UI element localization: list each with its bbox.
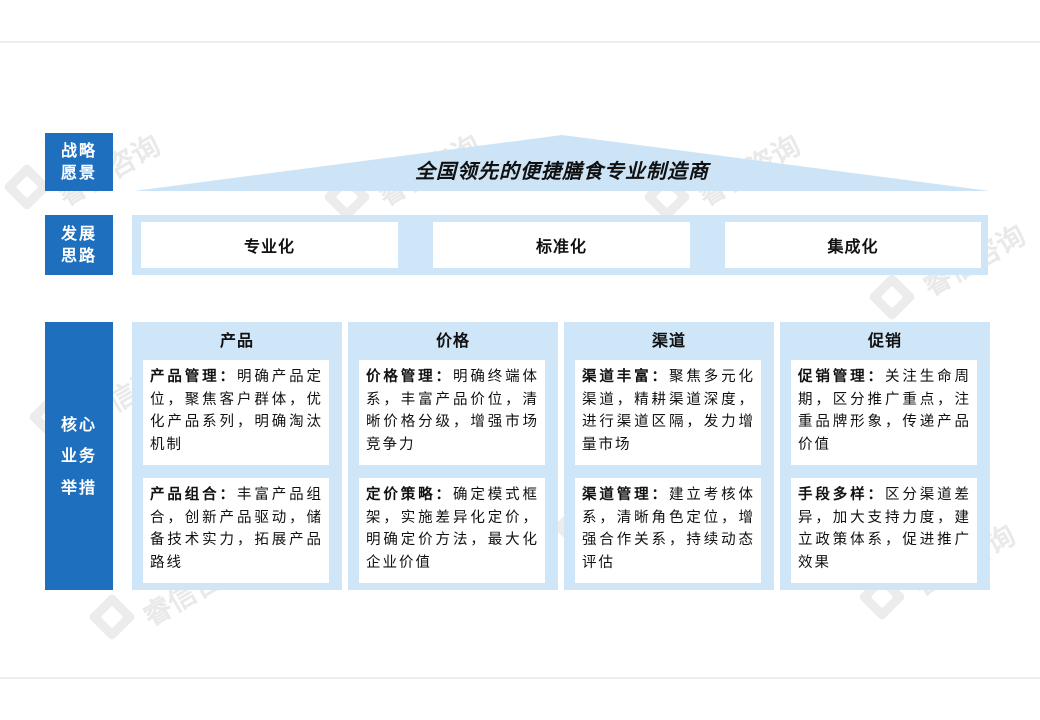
card-diverse-means: 手段多样：区分渠道差异，加大支持力度，建立政策体系，促进推广效果	[791, 478, 977, 583]
column-channel: 渠道 渠道丰富：聚焦多元化渠道，精耕渠道深度，进行渠道区隔，发力增量市场 渠道管…	[564, 322, 774, 590]
card-channel-enrichment: 渠道丰富：聚焦多元化渠道，精耕渠道深度，进行渠道区隔，发力增量市场	[575, 360, 761, 465]
card-product-management: 产品管理：明确产品定位，聚焦客户群体，优化产品系列，明确淘汰机制	[143, 360, 329, 465]
watermark-logo-icon	[87, 592, 137, 642]
vision-title: 全国领先的便捷膳食专业制造商	[415, 159, 709, 183]
column-price: 价格 价格管理：明确终端体系，丰富产品价位，清晰价格分级，增强市场竞争力 定价策…	[348, 322, 558, 590]
bottom-divider	[0, 677, 1040, 679]
row-label-path: 发展 思路	[45, 215, 113, 275]
path-item-integration: 集成化	[725, 222, 981, 268]
card-promotion-management: 促销管理：关注生命周期，区分推广重点，注重品牌形象，传递产品价值	[791, 360, 977, 465]
column-promotion: 促销 促销管理：关注生命周期，区分推广重点，注重品牌形象，传递产品价值 手段多样…	[780, 322, 990, 590]
column-title: 促销	[867, 331, 902, 350]
watermark-logo-icon	[2, 162, 52, 212]
vision-roof: 全国领先的便捷膳食专业制造商	[134, 133, 990, 191]
path-item-standardization: 标准化	[433, 222, 690, 268]
path-item-specialization: 专业化	[141, 222, 398, 268]
row-label-vision: 战略 愿景	[45, 133, 113, 191]
card-pricing-strategy: 定价策略：确定模式框架，实施差异化定价，明确定价方法，最大化企业价值	[359, 478, 545, 583]
card-product-portfolio: 产品组合：丰富产品组合，创新产品驱动，储备技术实力，拓展产品路线	[143, 478, 329, 583]
top-divider	[0, 41, 1040, 43]
column-title: 渠道	[651, 331, 686, 350]
card-channel-management: 渠道管理：建立考核体系，清晰角色定位，增强合作关系，持续动态评估	[575, 478, 761, 583]
path-band: 专业化 标准化 集成化	[132, 215, 988, 275]
watermark-logo-icon	[867, 272, 917, 322]
column-product: 产品 产品管理：明确产品定位，聚焦客户群体，优化产品系列，明确淘汰机制 产品组合…	[132, 322, 342, 590]
column-title: 价格	[435, 331, 470, 350]
column-title: 产品	[219, 331, 254, 350]
row-label-core: 核心 业务 举措	[45, 322, 113, 590]
card-price-management: 价格管理：明确终端体系，丰富产品价位，清晰价格分级，增强市场竞争力	[359, 360, 545, 465]
